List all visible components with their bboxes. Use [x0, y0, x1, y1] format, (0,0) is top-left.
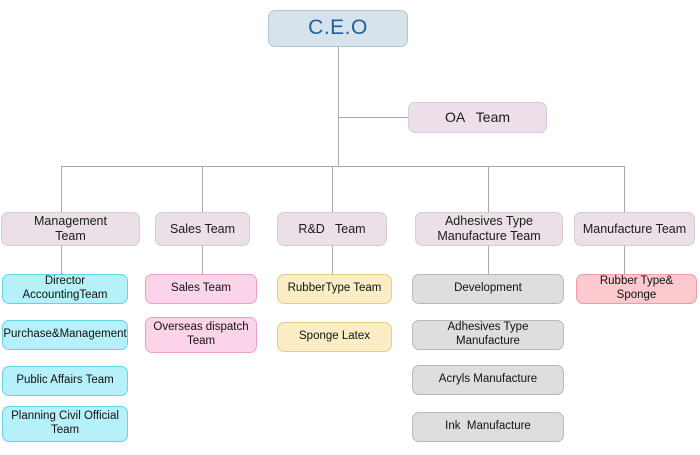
node-ink-manufacture[interactable]: Ink Manufacture [412, 412, 564, 442]
node-sales-team-child[interactable]: Sales Team [145, 274, 257, 304]
node-manufacture-team[interactable]: Manufacture Team [574, 212, 695, 246]
node-acryls-manufacture[interactable]: Acryls Manufacture [412, 365, 564, 395]
connector-dept5-to-child [624, 246, 625, 274]
connector-bus-to-dept4 [488, 166, 489, 212]
node-director-accounting-team[interactable]: Director AccountingTeam [2, 274, 128, 304]
connector-bus-to-dept1 [61, 166, 62, 212]
connector-department-bus [61, 166, 624, 167]
node-adhesives-type-manufacture[interactable]: Adhesives Type Manufacture [412, 320, 564, 350]
node-planning-civil-official-team[interactable]: Planning Civil Official Team [2, 406, 128, 442]
connector-dept1-to-child [61, 246, 62, 274]
node-oa-team[interactable]: OA Team [408, 102, 547, 133]
connector-bus-to-dept5 [624, 166, 625, 212]
node-rubber-type-sponge[interactable]: Rubber Type& Sponge [576, 274, 697, 304]
connector-bus-to-dept3 [332, 166, 333, 212]
node-ceo[interactable]: C.E.O [268, 10, 408, 47]
node-rubber-type-team[interactable]: RubberType Team [277, 274, 392, 304]
node-adhesives-type-manufacture-team[interactable]: Adhesives Type Manufacture Team [415, 212, 563, 246]
node-sponge-latex[interactable]: Sponge Latex [277, 322, 392, 352]
node-overseas-dispatch-team[interactable]: Overseas dispatch Team [145, 317, 257, 353]
connector-ceo-stem [338, 47, 339, 166]
connector-dept4-to-child [488, 246, 489, 274]
node-sales-team-header[interactable]: Sales Team [155, 212, 250, 246]
node-rd-team[interactable]: R&D Team [277, 212, 387, 246]
node-development[interactable]: Development [412, 274, 564, 304]
connector-ceo-to-oa [338, 117, 408, 118]
connector-bus-to-dept2 [202, 166, 203, 212]
node-management-team[interactable]: Management Team [1, 212, 140, 246]
node-purchase-management[interactable]: Purchase&Management [2, 320, 128, 350]
connector-dept3-to-child [332, 246, 333, 274]
node-public-affairs-team[interactable]: Public Affairs Team [2, 366, 128, 396]
connector-dept2-to-child [202, 246, 203, 274]
